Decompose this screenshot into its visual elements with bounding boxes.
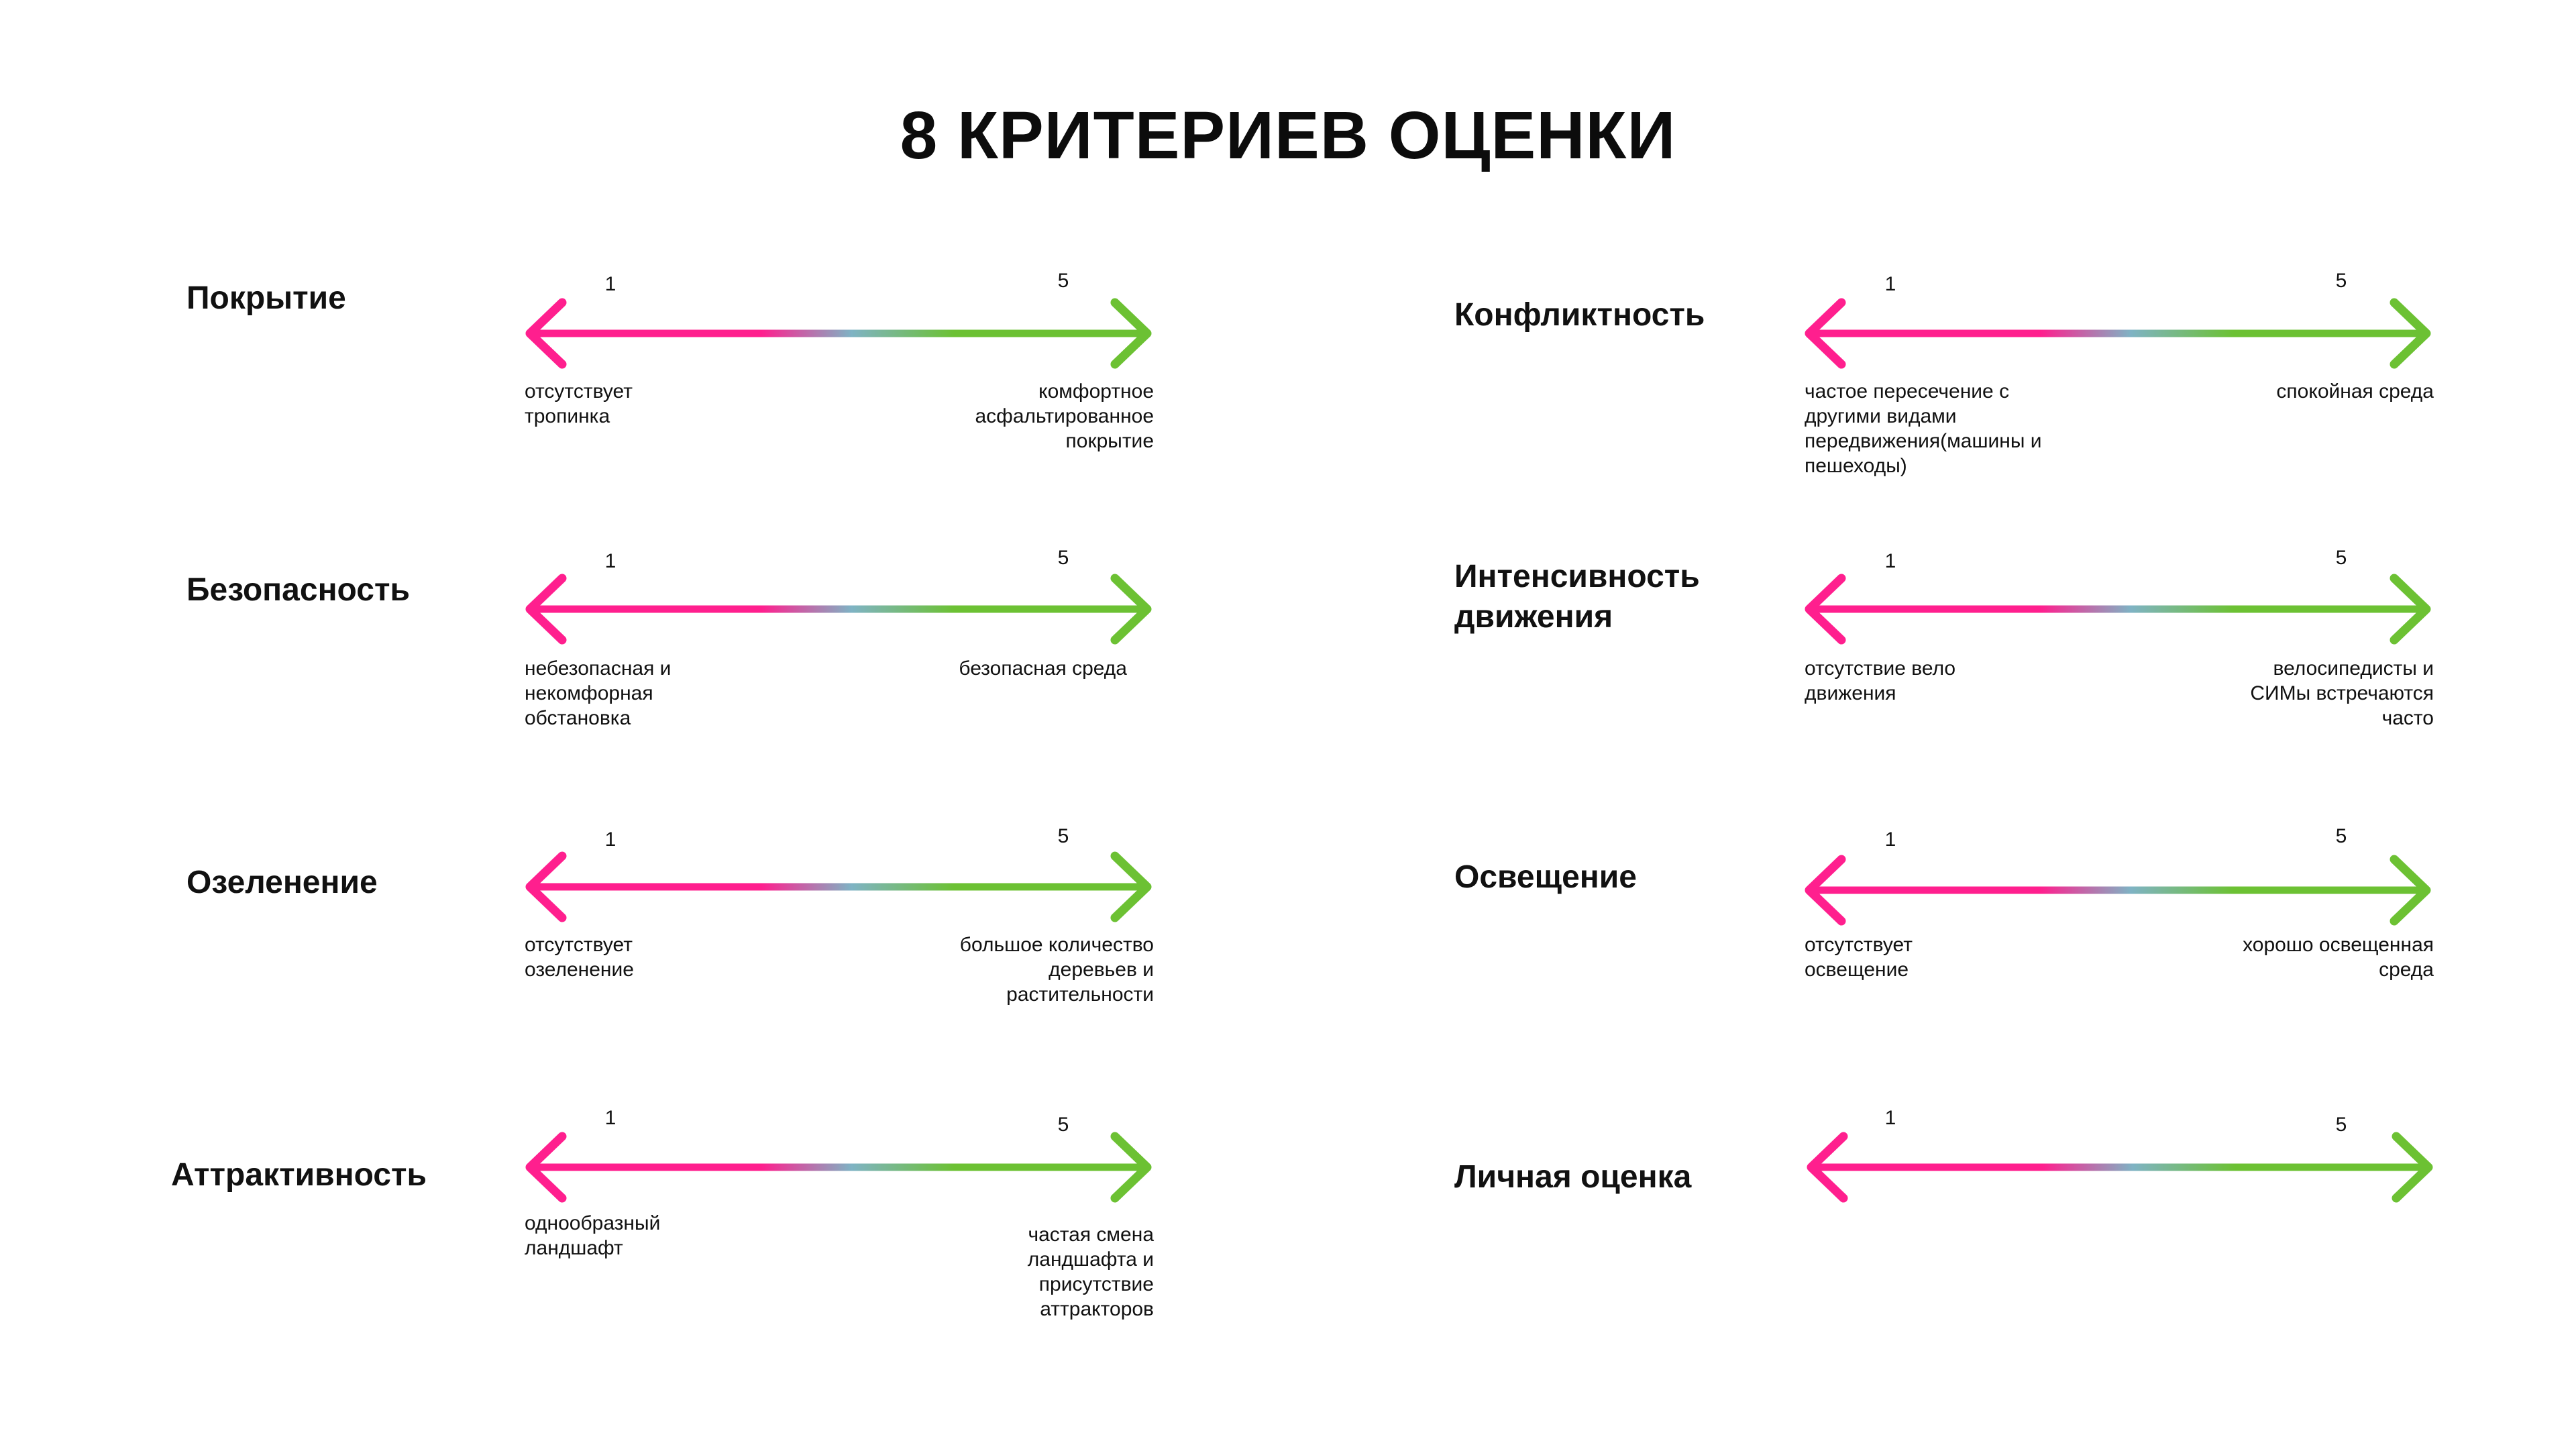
scale-high-description: спокойная среда — [2276, 380, 2434, 402]
criterion-title: Покрытие — [186, 280, 346, 316]
scale-low-description: отсутствует освещение — [1805, 934, 1913, 981]
criterion-title: Аттрактивность — [171, 1157, 427, 1193]
page-title: 8 КРИТЕРИЕВ ОЦЕНКИ — [900, 98, 1676, 173]
criterion-title: Личная оценка — [1454, 1159, 1692, 1195]
scale-high-description: частая смена ландшафта и присутствие атт… — [1027, 1224, 1154, 1320]
scale-low-description: отсутствует озеленение — [525, 934, 634, 981]
double-headed-arrow-icon — [525, 851, 1152, 922]
scale-max-label: 5 — [1057, 547, 1069, 569]
double-headed-arrow-icon — [1807, 1132, 2433, 1203]
scale-low-description: частое пересечение с другими видами пере… — [1805, 380, 2042, 477]
scale-min-label: 1 — [604, 828, 616, 851]
scale-low-description: небезопасная и некомфорная обстановка — [525, 657, 672, 729]
scale-min-label: 1 — [1884, 550, 1896, 572]
scale-max-label: 5 — [2335, 1114, 2347, 1136]
criterion-title: Освещение — [1454, 859, 1637, 895]
criterion-title: Конфликтность — [1454, 297, 1705, 333]
scale-high-description: безопасная среда — [959, 657, 1127, 680]
scale-low-description: однообразный ландшафт — [525, 1212, 661, 1259]
scale-high-description: велосипедисты и СИМы встречаются часто — [2250, 657, 2434, 729]
criterion-title-line: Интенсивность движения — [1454, 559, 1700, 635]
double-headed-arrow-icon — [1805, 298, 2431, 369]
scale-max-label: 5 — [1057, 270, 1069, 292]
double-headed-arrow-icon — [525, 298, 1152, 369]
double-headed-arrow-icon — [1805, 574, 2431, 645]
criterion-title: Озеленение — [186, 865, 378, 900]
scale-min-label: 1 — [1884, 1107, 1896, 1129]
scale-max-label: 5 — [2335, 270, 2347, 292]
double-headed-arrow-icon — [1805, 855, 2431, 926]
scale-high-description: комфортное асфальтированное покрытие — [975, 380, 1155, 452]
scale-high-description: большое количество деревьев и растительн… — [959, 934, 1154, 1006]
scale-max-label: 5 — [2335, 547, 2347, 569]
scale-low-description: отсутствует тропинка — [525, 380, 633, 427]
scale-min-label: 1 — [604, 1107, 616, 1129]
scale-max-label: 5 — [1057, 825, 1069, 847]
scale-low-description: отсутствие вело движения — [1805, 657, 1956, 704]
double-headed-arrow-icon — [525, 574, 1152, 645]
scale-min-label: 1 — [1884, 828, 1896, 851]
scale-min-label: 1 — [604, 273, 616, 295]
criterion-title: Интенсивность движения — [1454, 557, 1700, 637]
scale-high-description: хорошо освещенная среда — [2243, 934, 2434, 981]
criterion-title: Безопасность — [186, 572, 410, 608]
scale-min-label: 1 — [604, 550, 616, 572]
scale-max-label: 5 — [2335, 825, 2347, 847]
double-headed-arrow-icon — [525, 1132, 1152, 1203]
scale-min-label: 1 — [1884, 273, 1896, 295]
scale-max-label: 5 — [1057, 1114, 1069, 1136]
